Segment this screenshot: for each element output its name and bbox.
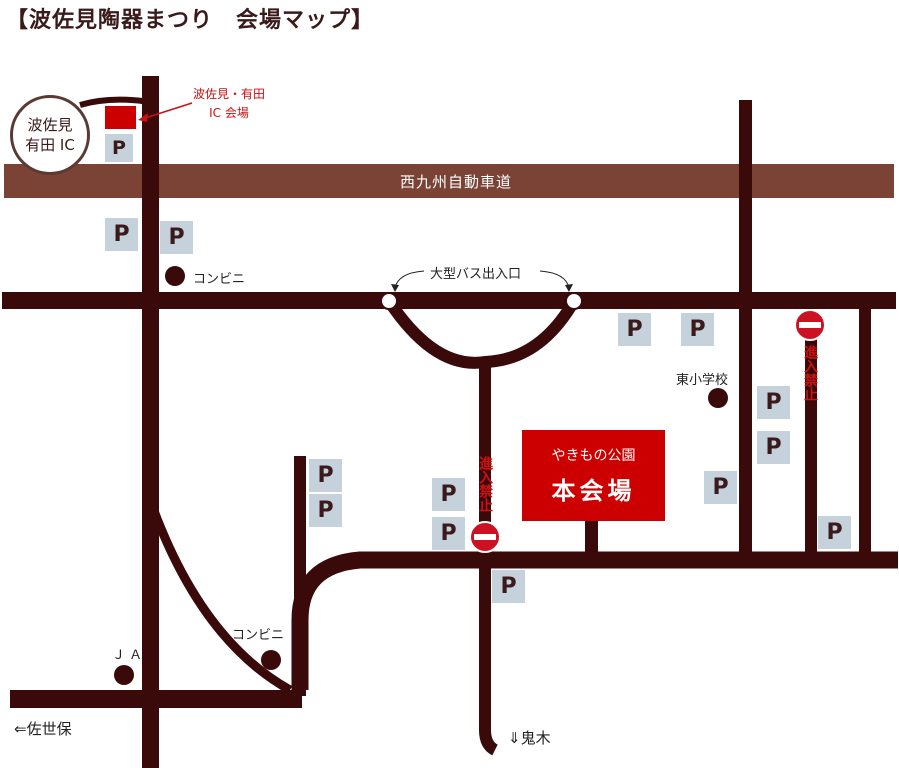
- parking-6: P: [757, 431, 790, 464]
- school-label: 東小学校: [676, 373, 729, 388]
- parking-7: P: [704, 471, 737, 504]
- parking-9: P: [309, 459, 342, 492]
- main-venue: やきもの公園 本会場: [522, 430, 665, 521]
- parking-ic: P: [105, 134, 133, 162]
- no-entry-icon-east: [794, 309, 826, 341]
- interchange-name-line1: 波佐見: [27, 115, 73, 134]
- bottom-horizontal-road: [10, 690, 302, 708]
- ja-label: Ｊ Ａ: [112, 648, 143, 663]
- bus-entrance-arrow-left: [394, 270, 425, 289]
- bus-entrance-arrow-right-head: [565, 284, 573, 292]
- diagonal-road: [145, 498, 293, 694]
- no-entry-text-center: 進入禁止: [477, 456, 493, 512]
- ic-venue-label-line1: 波佐見・有田: [193, 87, 266, 101]
- bus-entrance-arrow-left-head: [391, 284, 399, 292]
- venue-access-road: [585, 519, 598, 561]
- bus-loop-road: [384, 297, 580, 369]
- bus-entrance-label: 大型バス出入口: [430, 267, 522, 282]
- convenience-store-2-dot: [261, 650, 281, 670]
- lower-horizontal-road: [291, 551, 898, 690]
- east-vertical-road-2: [805, 330, 817, 560]
- no-entry-text-east: 進入禁止: [802, 345, 818, 401]
- bus-entrance-arrow-right: [539, 270, 570, 289]
- direction-onigi: ⇓鬼木: [508, 729, 551, 747]
- direction-sasebo: ⇐佐世保: [14, 720, 72, 738]
- ic-ramp-road: [79, 96, 151, 108]
- bus-entrance-east-marker: [565, 292, 583, 310]
- interchange-name-line2: 有田 IC: [25, 136, 75, 154]
- bus-entrance-west-marker: [380, 292, 398, 310]
- page-title: 【波佐見陶器まつり 会場マップ】: [6, 8, 375, 33]
- main-venue-subtitle: やきもの公園: [551, 448, 636, 464]
- ic-venue-label: 波佐見・有田 IC 会場: [193, 85, 265, 122]
- east-vertical-road-3: [859, 300, 871, 560]
- ic-venue-label-line2: IC 会場: [209, 105, 249, 120]
- main-venue-title: 本会場: [551, 477, 636, 505]
- convenience-store-1-label: コンビニ: [193, 272, 246, 287]
- parking-12: P: [432, 517, 465, 550]
- parking-8: P: [818, 516, 851, 549]
- ic-venue-arrow: [141, 102, 193, 120]
- no-entry-icon-center: [469, 521, 501, 553]
- parking-1: P: [105, 218, 138, 251]
- east-vertical-road-1: [739, 100, 752, 562]
- expressway-label: 西九州自動車道: [400, 173, 513, 191]
- upper-horizontal-road: [2, 292, 896, 309]
- parking-2: P: [160, 221, 193, 254]
- convenience-store-2-label: コンビニ: [232, 628, 285, 643]
- parking-10: P: [309, 494, 342, 527]
- convenience-store-1-dot: [165, 266, 185, 286]
- parking-3: P: [618, 313, 651, 346]
- parking-5: P: [757, 386, 790, 419]
- center-south-road: [479, 362, 499, 756]
- parking-11: P: [432, 478, 465, 511]
- ic-venue-marker: [105, 106, 136, 129]
- school-dot: [708, 388, 728, 408]
- ic-venue-arrowhead: [138, 113, 148, 122]
- short-vertical-road: [294, 456, 306, 696]
- parking-13: P: [492, 570, 525, 603]
- parking-4: P: [681, 313, 714, 346]
- interchange-badge: 波佐見 有田 IC: [10, 95, 90, 175]
- main-vertical-road: [142, 76, 159, 768]
- ja-dot: [114, 665, 134, 685]
